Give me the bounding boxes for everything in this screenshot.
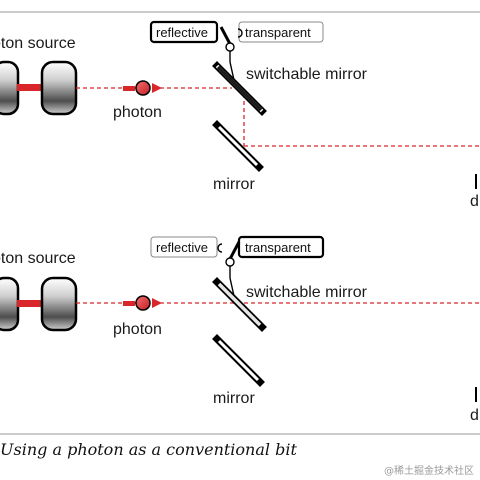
switch-lever[interactable]: [219, 26, 232, 45]
switch-option-transparent[interactable]: [238, 21, 324, 43]
switchable-mirror: [212, 277, 267, 332]
panel-reflective: oton source photon reflective transparen…: [0, 20, 480, 210]
mode-switch[interactable]: reflective transparent: [149, 20, 324, 81]
switch-label-reflective: reflective: [156, 25, 208, 40]
mirror-label: mirror: [213, 176, 255, 193]
switchable-mirror-label: switchable mirror: [246, 66, 368, 83]
switch-label-transparent: transparent: [245, 25, 311, 40]
watermark: @稀土掘金技术社区: [384, 466, 474, 477]
photon-label: photon: [113, 321, 162, 338]
detector-label-bottom: d: [470, 193, 479, 210]
mirror: [212, 334, 265, 387]
photon-source: [0, 60, 78, 116]
mode-switch[interactable]: reflective transparent: [150, 235, 325, 297]
mirror-label: mirror: [213, 390, 255, 407]
photon-icon: [123, 80, 162, 96]
switch-label-reflective: reflective: [156, 240, 208, 255]
photon-label: photon: [113, 104, 162, 121]
switchable-mirror: [212, 61, 267, 116]
photon-source: [0, 276, 78, 332]
switch-pivot: [225, 257, 235, 267]
switch-option-transparent[interactable]: [237, 235, 325, 259]
switchable-mirror-label: switchable mirror: [246, 284, 368, 301]
switch-label-transparent: transparent: [245, 240, 311, 255]
switch-option-reflective[interactable]: [149, 20, 219, 44]
switch-option-reflective[interactable]: [150, 236, 218, 258]
photon-source-label: oton source: [0, 250, 76, 267]
panel-transparent: oton source photon reflective transparen…: [0, 235, 480, 424]
photon-icon: [123, 295, 162, 311]
photon-source-label: oton source: [0, 35, 76, 52]
figure-caption: Using a photon as a conventional bit: [0, 440, 297, 459]
switch-pivot: [225, 42, 235, 52]
detector-label-bottom: d: [470, 407, 479, 424]
mirror: [212, 120, 264, 172]
switch-lever[interactable]: [228, 241, 241, 260]
